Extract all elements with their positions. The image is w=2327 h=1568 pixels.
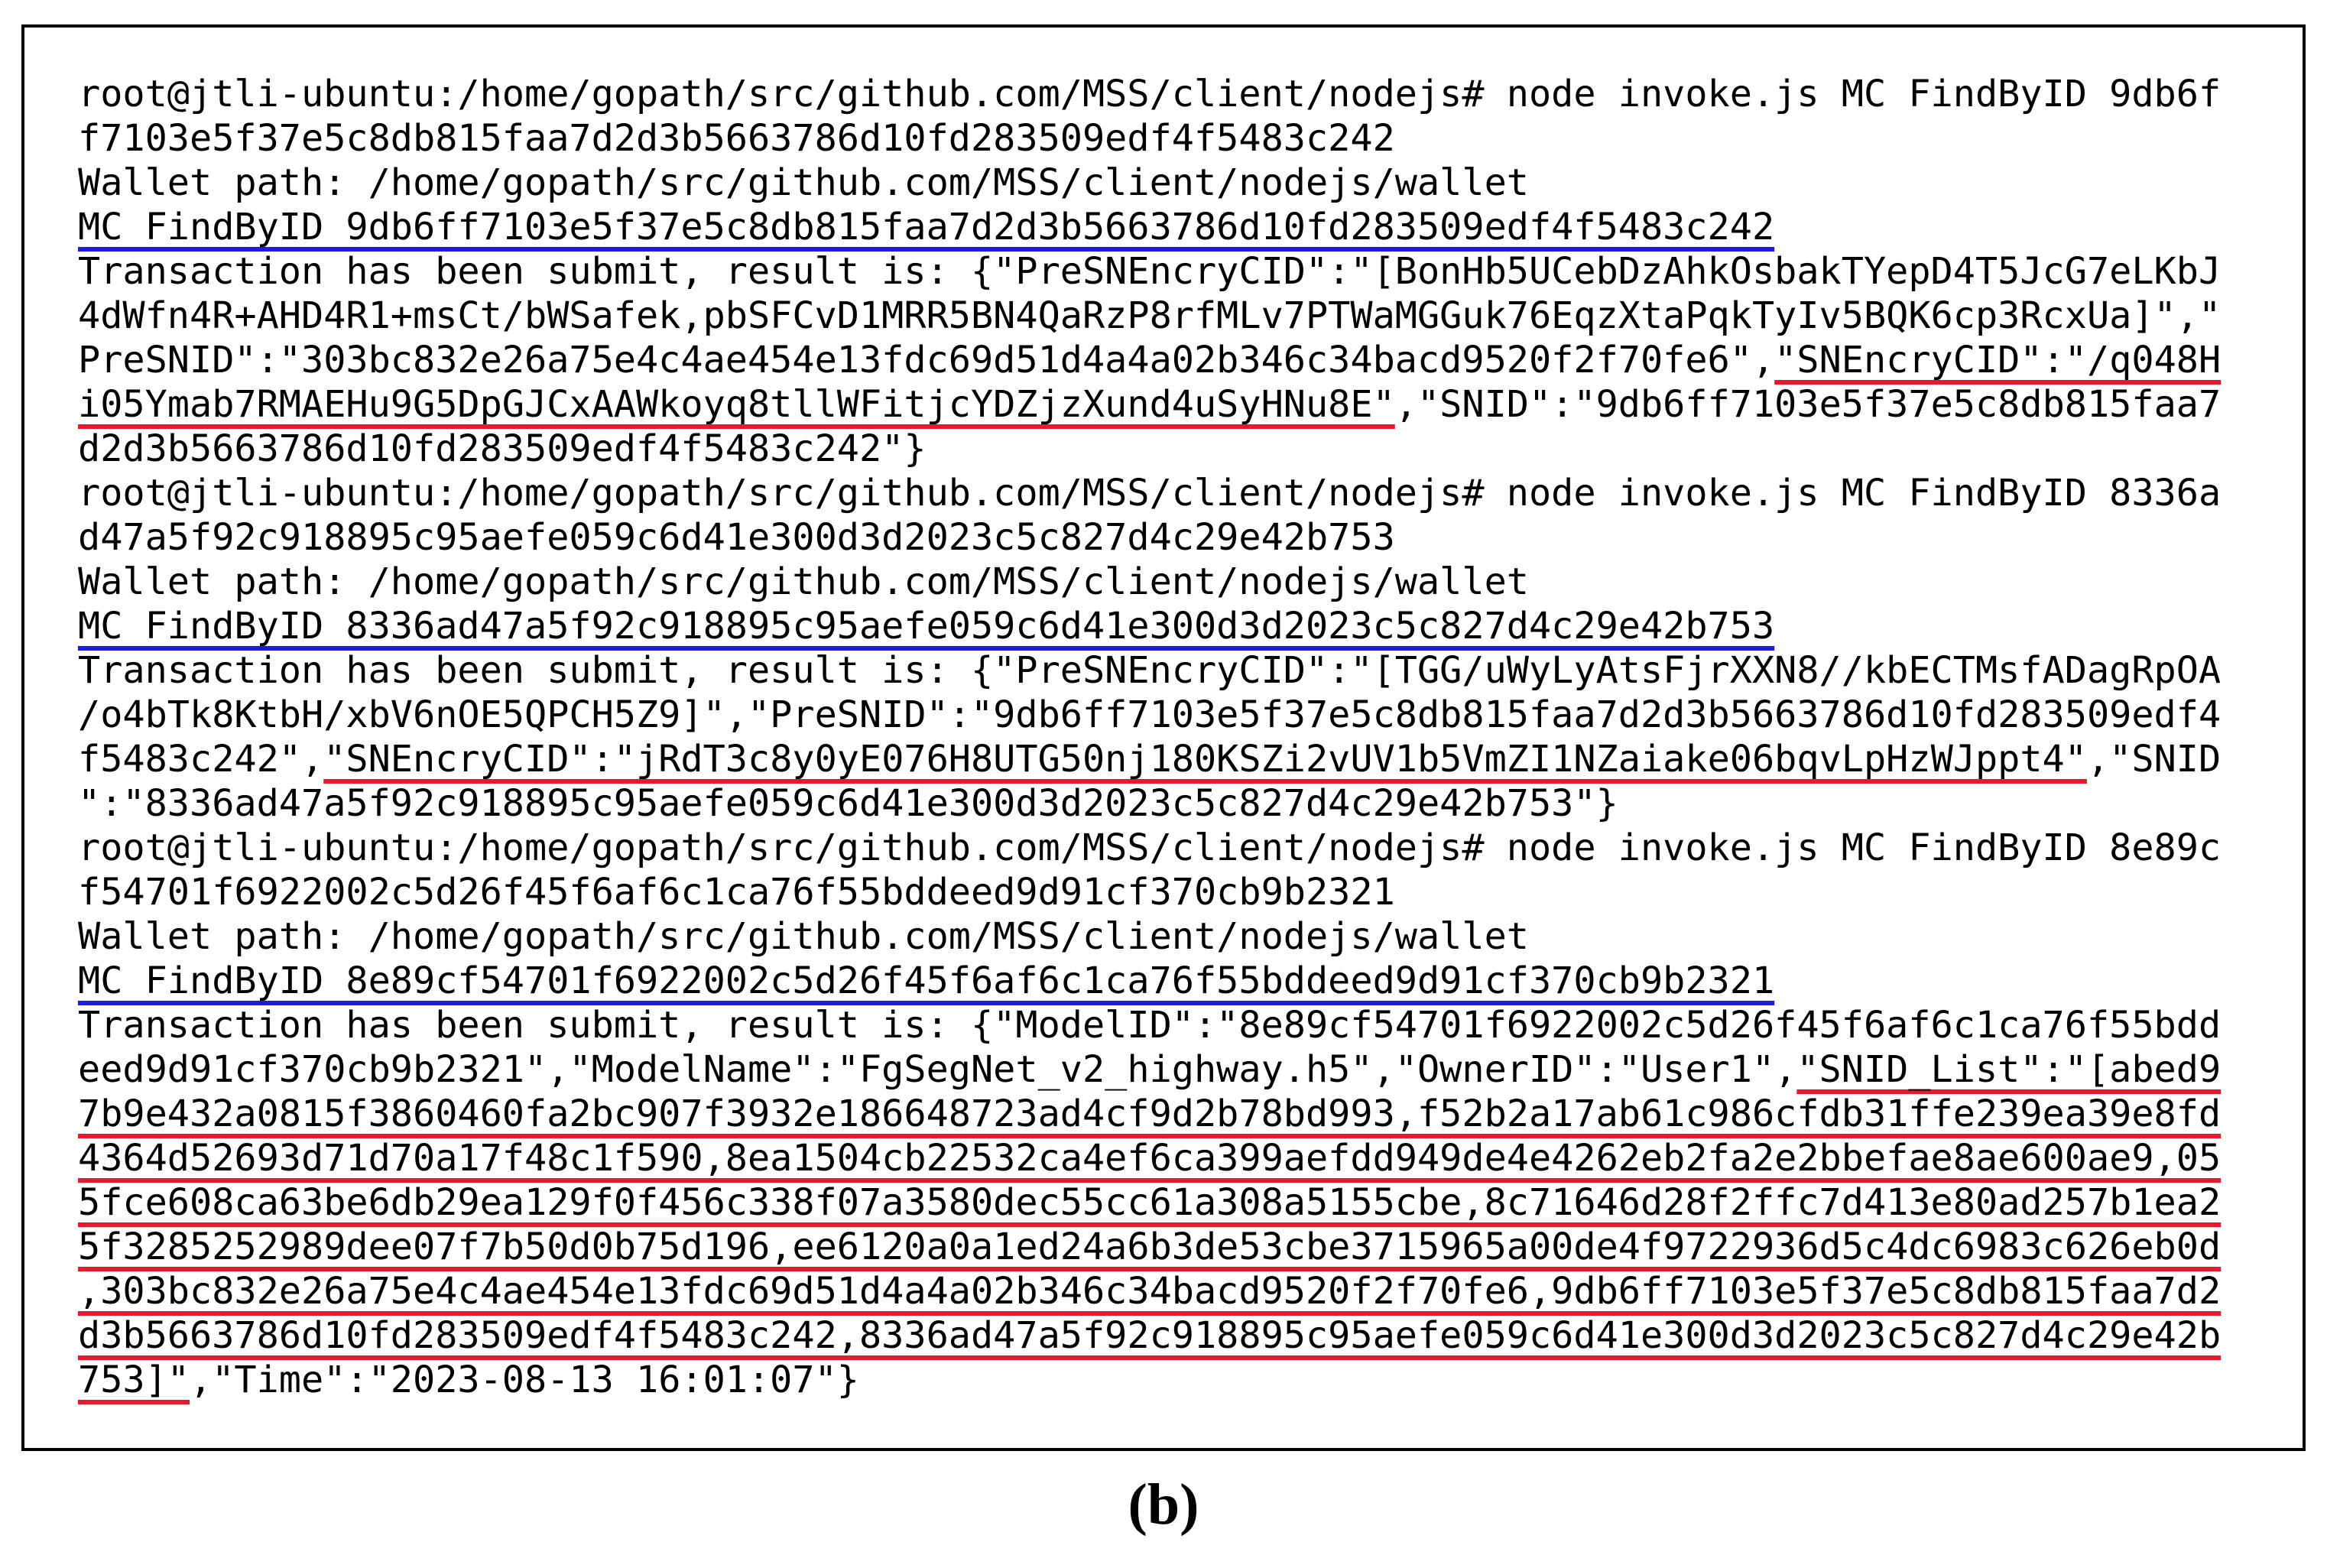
- terminal-line: MC FindByID 8336ad47a5f92c918895c95aefe0…: [78, 604, 2221, 648]
- terminal-line: MC FindByID 9db6ff7103e5f37e5c8db815faa7…: [78, 205, 2221, 249]
- terminal-line: MC FindByID 8e89cf54701f6922002c5d26f45f…: [78, 959, 2221, 1003]
- terminal-line: d2d3b5663786d10fd283509edf4f5483c242"}: [78, 427, 2221, 471]
- terminal-line: Transaction has been submit, result is: …: [78, 1003, 2221, 1047]
- figure-caption: (b): [1128, 1472, 1199, 1537]
- terminal-line: ":"8336ad47a5f92c918895c95aefe059c6d41e3…: [78, 781, 2221, 826]
- terminal-text: root@jtli-ubuntu:/home/gopath/src/github…: [78, 73, 2222, 115]
- terminal-text: Transaction has been submit, result is: …: [78, 250, 2222, 293]
- highlighted-result-red: ,303bc832e26a75e4c4ae454e13fdc69d51d4a4a…: [78, 1270, 2222, 1313]
- terminal-line: d3b5663786d10fd283509edf4f5483c242,8336a…: [78, 1313, 2221, 1358]
- highlighted-command-blue: MC FindByID 8336ad47a5f92c918895c95aefe0…: [78, 605, 1775, 648]
- terminal-line: eed9d91cf370cb9b2321","ModelName":"FgSeg…: [78, 1047, 2221, 1092]
- terminal-line: d47a5f92c918895c95aefe059c6d41e300d3d202…: [78, 515, 2221, 560]
- terminal-line: Transaction has been submit, result is: …: [78, 648, 2221, 693]
- terminal-text: Wallet path: /home/gopath/src/github.com…: [78, 915, 1529, 958]
- terminal-text: ":"8336ad47a5f92c918895c95aefe059c6d41e3…: [78, 782, 1618, 825]
- terminal-output-panel: root@jtli-ubuntu:/home/gopath/src/github…: [21, 24, 2306, 1451]
- terminal-text: root@jtli-ubuntu:/home/gopath/src/github…: [78, 826, 2222, 869]
- terminal-line: ,303bc832e26a75e4c4ae454e13fdc69d51d4a4a…: [78, 1269, 2221, 1313]
- highlighted-result-red: 7b9e432a0815f3860460fa2bc907f3932e186648…: [78, 1092, 2222, 1135]
- terminal-text: /o4bTk8KtbH/xbV6nOE5QPCH5Z9]","PreSNID":…: [78, 693, 2222, 736]
- terminal-line: Transaction has been submit, result is: …: [78, 249, 2221, 294]
- highlighted-result-red: 4364d52693d71d70a17f48c1f590,8ea1504cb22…: [78, 1137, 2222, 1180]
- terminal-line: 7b9e432a0815f3860460fa2bc907f3932e186648…: [78, 1092, 2221, 1136]
- terminal-text: Wallet path: /home/gopath/src/github.com…: [78, 161, 1529, 204]
- terminal-text: d47a5f92c918895c95aefe059c6d41e300d3d202…: [78, 516, 1395, 559]
- terminal-line: /o4bTk8KtbH/xbV6nOE5QPCH5Z9]","PreSNID":…: [78, 693, 2221, 737]
- terminal-lines: root@jtli-ubuntu:/home/gopath/src/github…: [78, 72, 2221, 1402]
- terminal-text: eed9d91cf370cb9b2321","ModelName":"FgSeg…: [78, 1048, 1797, 1091]
- terminal-text: root@jtli-ubuntu:/home/gopath/src/github…: [78, 472, 2222, 515]
- terminal-text: f5483c242",: [78, 738, 324, 781]
- terminal-line: Wallet path: /home/gopath/src/github.com…: [78, 161, 2221, 205]
- terminal-text: 4dWfn4R+AHD4R1+msCt/bWSafek,pbSFCvD1MRR5…: [78, 294, 2222, 337]
- highlighted-result-red: "SNID_List":"[abed9: [1796, 1048, 2222, 1091]
- highlighted-result-red: 5f3285252989dee07f7b50d0b75d196,ee6120a0…: [78, 1226, 2222, 1268]
- terminal-text: ,"SNID":"9db6ff7103e5f37e5c8db815faa7: [1394, 383, 2222, 426]
- terminal-text: Wallet path: /home/gopath/src/github.com…: [78, 560, 1529, 603]
- terminal-line: f54701f6922002c5d26f45f6af6c1ca76f55bdde…: [78, 870, 2221, 914]
- terminal-line: Wallet path: /home/gopath/src/github.com…: [78, 914, 2221, 959]
- terminal-line: root@jtli-ubuntu:/home/gopath/src/github…: [78, 471, 2221, 515]
- terminal-text: f7103e5f37e5c8db815faa7d2d3b5663786d10fd…: [78, 117, 1395, 160]
- terminal-text: Transaction has been submit, result is: …: [78, 1004, 2222, 1047]
- terminal-text: ,"Time":"2023-08-13 16:01:07"}: [190, 1359, 859, 1401]
- highlighted-result-red: "SNEncryCID":"jRdT3c8y0yE076H8UTG50nj180…: [323, 738, 2087, 781]
- highlighted-result-red: d3b5663786d10fd283509edf4f5483c242,8336a…: [78, 1314, 2222, 1357]
- terminal-line: f5483c242","SNEncryCID":"jRdT3c8y0yE076H…: [78, 737, 2221, 781]
- terminal-text: Transaction has been submit, result is: …: [78, 649, 2222, 692]
- terminal-line: Wallet path: /home/gopath/src/github.com…: [78, 560, 2221, 604]
- terminal-text: d2d3b5663786d10fd283509edf4f5483c242"}: [78, 427, 927, 470]
- highlighted-command-blue: MC FindByID 8e89cf54701f6922002c5d26f45f…: [78, 959, 1775, 1002]
- terminal-line: 4dWfn4R+AHD4R1+msCt/bWSafek,pbSFCvD1MRR5…: [78, 294, 2221, 338]
- terminal-line: root@jtli-ubuntu:/home/gopath/src/github…: [78, 72, 2221, 116]
- terminal-line: 753]","Time":"2023-08-13 16:01:07"}: [78, 1358, 2221, 1402]
- terminal-line: 5f3285252989dee07f7b50d0b75d196,ee6120a0…: [78, 1225, 2221, 1269]
- highlighted-result-red: 753]": [78, 1359, 190, 1401]
- terminal-line: 5fce608ca63be6db29ea129f0f456c338f07a358…: [78, 1180, 2221, 1225]
- terminal-line: 4364d52693d71d70a17f48c1f590,8ea1504cb22…: [78, 1136, 2221, 1180]
- highlighted-result-red: i05Ymab7RMAEHu9G5DpGJCxAAWkoyq8tllWFitjc…: [78, 383, 1395, 426]
- terminal-text: PreSNID":"303bc832e26a75e4c4ae454e13fdc6…: [78, 339, 1775, 381]
- terminal-line: root@jtli-ubuntu:/home/gopath/src/github…: [78, 826, 2221, 870]
- terminal-line: i05Ymab7RMAEHu9G5DpGJCxAAWkoyq8tllWFitjc…: [78, 382, 2221, 427]
- terminal-text: ,"SNID: [2086, 738, 2222, 781]
- terminal-line: PreSNID":"303bc832e26a75e4c4ae454e13fdc6…: [78, 338, 2221, 382]
- highlighted-result-red: "SNEncryCID":"/q048H: [1774, 339, 2222, 381]
- highlighted-result-red: 5fce608ca63be6db29ea129f0f456c338f07a358…: [78, 1181, 2222, 1224]
- terminal-text: f54701f6922002c5d26f45f6af6c1ca76f55bdde…: [78, 871, 1395, 914]
- terminal-line: f7103e5f37e5c8db815faa7d2d3b5663786d10fd…: [78, 116, 2221, 161]
- highlighted-command-blue: MC FindByID 9db6ff7103e5f37e5c8db815faa7…: [78, 206, 1775, 248]
